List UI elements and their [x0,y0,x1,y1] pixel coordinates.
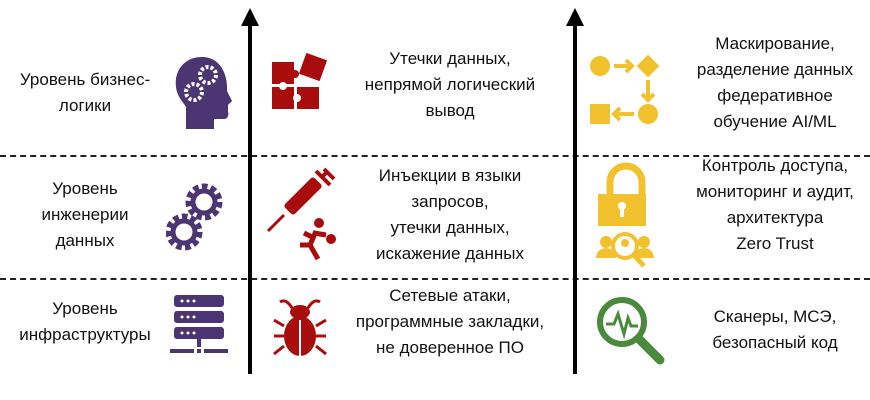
row-divider [0,278,870,280]
arrow-up-icon [241,8,259,26]
measure-data-engineering: Контроль доступа, мониторинг и аудит, ар… [696,156,854,253]
measure-infrastructure: Сканеры, МСЭ, безопасный код [712,307,838,352]
scan-magnifier-icon [597,297,665,365]
puzzle-icon [272,52,328,109]
threat-infrastructure: Сетевые атаки, программные закладки, не … [355,286,545,357]
threat-data-engineering: Инъекции в языки запросов, утечки данных… [375,166,525,263]
threats-axis [248,22,252,374]
gears-icon [166,183,223,251]
head-gears-icon [175,57,232,129]
measure-business: Маскирование, разделение данных федерати… [696,34,854,131]
data-flow-icon [590,54,660,124]
lock-audit-icon [596,162,654,268]
syringe-thief-icon [266,167,336,261]
bug-icon [273,299,327,356]
level-label-data-engineering: Уровень инженерии данных [41,179,129,250]
row-divider [0,155,870,157]
level-label-infrastructure: Уровень инфраструктуры [19,299,151,344]
arrow-up-icon [566,8,584,26]
measures-axis [573,22,577,374]
level-label-business: Уровень бизнес- логики [19,70,151,115]
server-icon [170,295,228,353]
threat-business: Утечки данных, непрямой логический вывод [364,49,536,120]
